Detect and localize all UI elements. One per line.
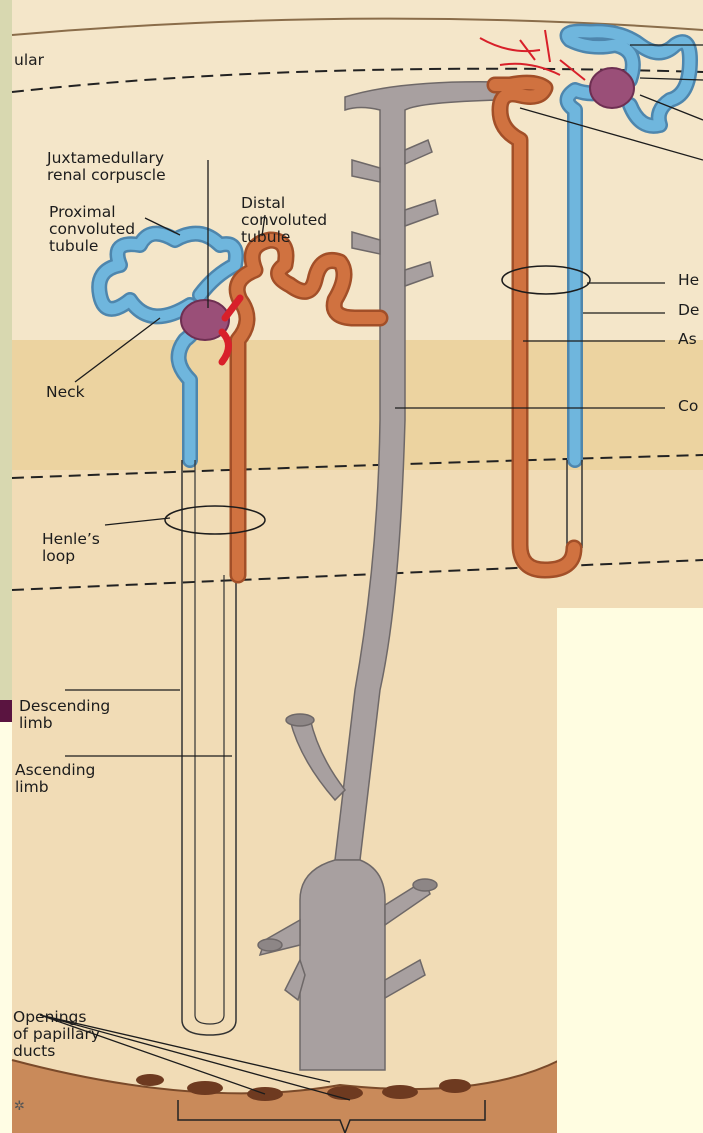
label-right-co: Co [678, 398, 698, 415]
label-neck: Neck [46, 384, 85, 401]
label-right-he: He [678, 272, 699, 289]
label-top-left: ular [14, 52, 44, 69]
right-renal-corpuscle [590, 68, 634, 108]
outer-medulla-band [12, 340, 703, 470]
label-right-as: As [678, 331, 697, 348]
label-right-de: De [678, 302, 699, 319]
blank-overlay-panel [557, 608, 703, 1133]
footer-mark: ✲ [14, 1098, 25, 1115]
